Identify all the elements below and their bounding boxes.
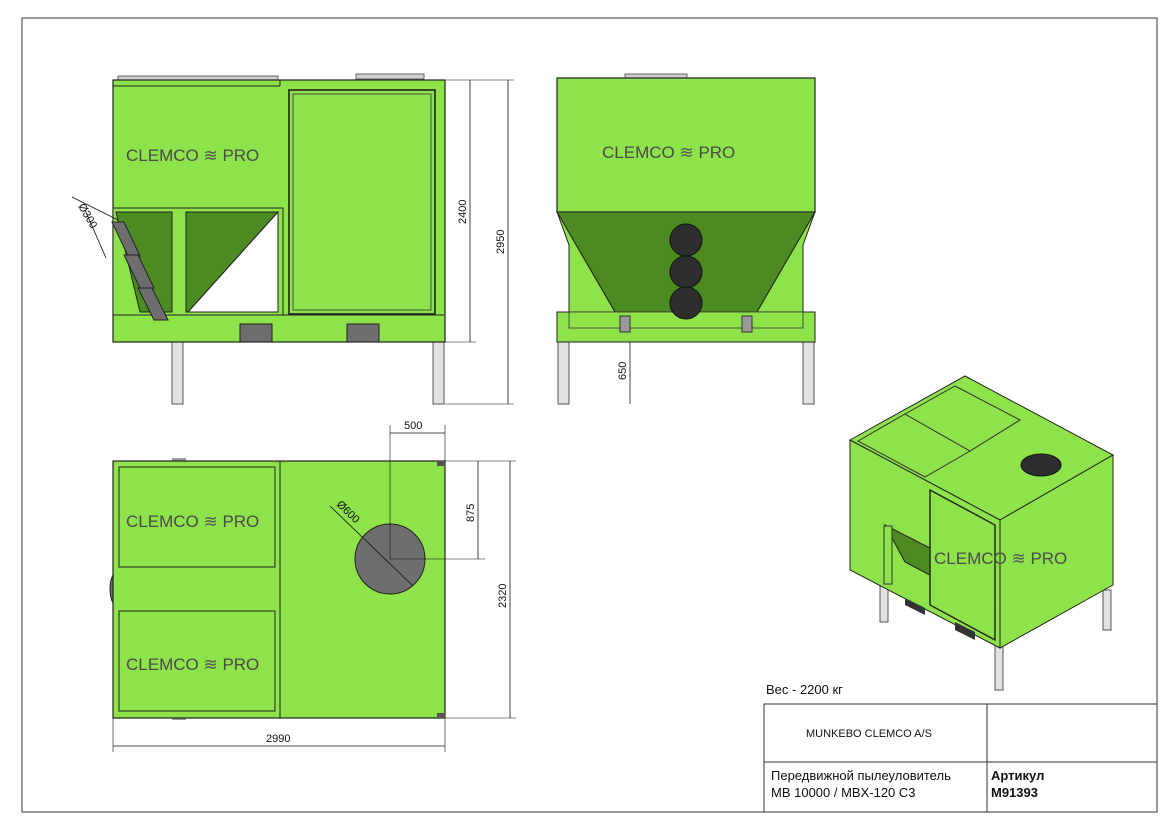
front-view: CLEMCO ≋ PRO 650 [556, 73, 816, 405]
side-leg-right [432, 339, 445, 405]
side-view: CLEMCO ≋ PRO Ø300 2400 2950 [71, 73, 514, 405]
product-line-2: MB 10000 / MBX-120 C3 [771, 785, 916, 800]
weight-label: Вес - 2200 кг [766, 682, 843, 697]
front-inlet-1 [669, 223, 703, 257]
front-leg-height: 650 [617, 362, 629, 380]
side-inlet-diameter: Ø300 [75, 202, 99, 231]
article-label: Артикул [991, 768, 1044, 783]
offset-x-dim: 500 [404, 420, 422, 432]
top-panel-1 [118, 466, 276, 568]
length-dim: 2990 [266, 733, 290, 745]
front-logo: CLEMCO ≋ PRO [602, 143, 735, 162]
side-inlet-3 [137, 287, 169, 321]
side-inlet-2 [123, 254, 155, 289]
top-logo-1: CLEMCO ≋ PRO [126, 512, 259, 531]
drawing-frame [21, 17, 1158, 813]
top-panel-2 [118, 610, 276, 712]
front-upper-body [556, 77, 816, 213]
front-inlet-2 [669, 255, 703, 289]
front-inlet-3 [669, 286, 703, 320]
iso-top-opening [1020, 453, 1062, 477]
side-leg-left [171, 339, 184, 405]
side-logo: CLEMCO ≋ PRO [126, 146, 259, 165]
top-view: CLEMCO ≋ PRO CLEMCO ≋ PRO Ø600 500 875 2… [109, 420, 516, 752]
side-height-upper: 2400 [457, 200, 469, 224]
side-door [288, 89, 436, 315]
title-block: MUNKEBO CLEMCO A/S Передвижной пылеулови… [763, 703, 1158, 813]
product-line-1: Передвижной пылеуловитель [771, 768, 951, 783]
side-height-total: 2950 [495, 230, 507, 254]
iso-logo: CLEMCO ≋ PRO [934, 549, 1067, 568]
top-logo-2: CLEMCO ≋ PRO [126, 655, 259, 674]
side-inlet-1 [111, 221, 141, 257]
isometric-view: CLEMCO ≋ PRO [848, 375, 1115, 691]
depth-dim: 2320 [497, 584, 509, 608]
offset-y-dim: 875 [465, 504, 477, 522]
article-number: M91393 [991, 785, 1038, 800]
iso-right-face [999, 454, 1114, 649]
company-name: MUNKEBO CLEMCO A/S [806, 728, 932, 740]
